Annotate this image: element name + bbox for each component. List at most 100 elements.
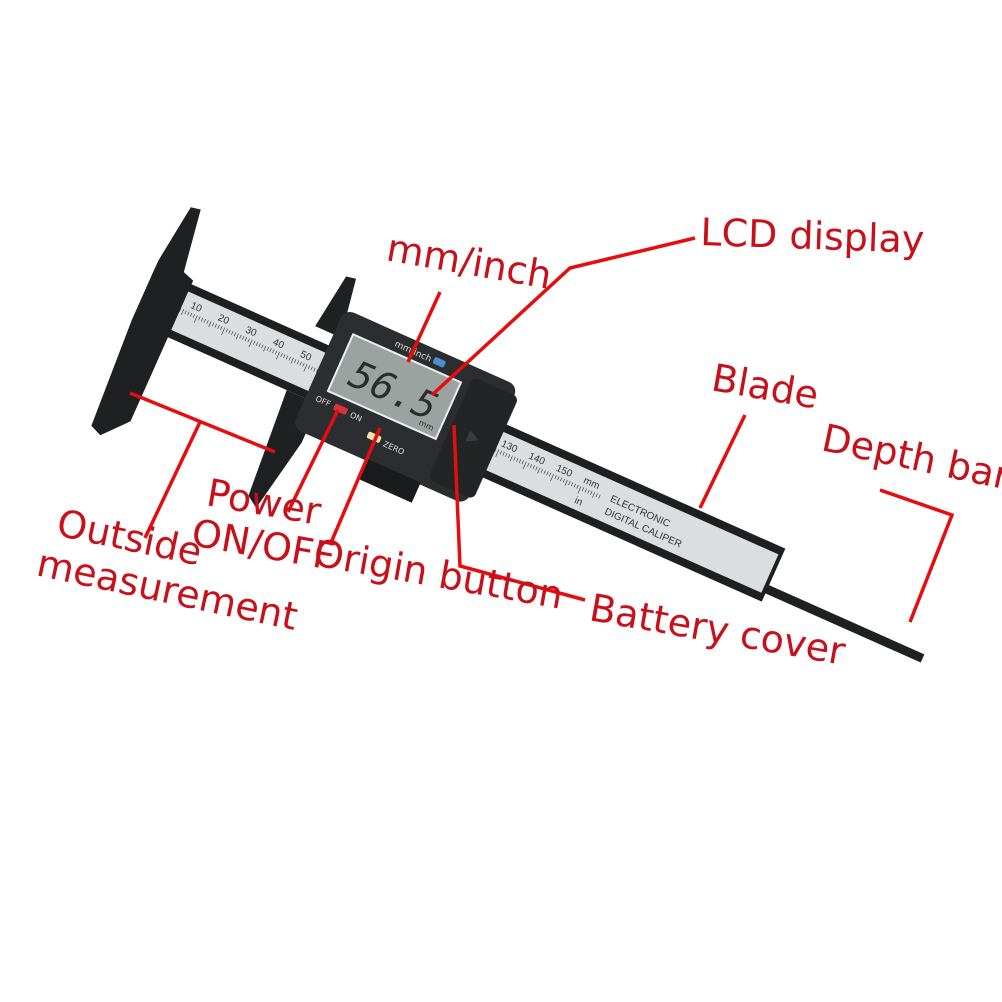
scale-tick xyxy=(208,321,212,328)
scale-tick xyxy=(576,484,579,489)
scale-tick xyxy=(527,462,530,467)
label-battery-cover: Battery cover xyxy=(586,586,848,674)
scale-tick xyxy=(276,351,280,360)
scale-tick xyxy=(581,487,585,492)
zero-button[interactable] xyxy=(366,431,382,443)
scale-tick xyxy=(532,465,535,470)
scale-tick xyxy=(505,453,508,458)
scale-tick xyxy=(258,343,261,348)
scale-tick xyxy=(235,333,239,340)
depth-bar xyxy=(756,581,925,663)
scale-tick xyxy=(299,361,302,366)
scale-tick xyxy=(554,475,557,479)
scale-tick xyxy=(573,483,576,488)
scale-tick xyxy=(570,482,574,487)
lcd-display xyxy=(326,333,463,441)
scale-tick xyxy=(283,354,286,359)
leader-mm-inch xyxy=(406,291,442,363)
scale-tick xyxy=(502,451,505,456)
mm-inch-button[interactable] xyxy=(432,357,446,368)
leader-blade xyxy=(698,414,747,509)
scale-tick xyxy=(263,345,267,352)
scale-tick xyxy=(537,467,541,474)
scale-tick xyxy=(255,342,259,346)
scale-tick xyxy=(198,316,201,321)
scale-tick xyxy=(564,479,568,486)
scale-tick xyxy=(225,328,228,333)
scale-tick xyxy=(499,450,502,455)
scale-tick xyxy=(529,464,533,469)
scale-tick xyxy=(228,329,231,334)
scale-tick xyxy=(296,360,300,365)
scale-tick xyxy=(598,494,601,499)
scale-tick xyxy=(200,317,204,322)
scale-tick xyxy=(307,365,311,370)
scale-tick xyxy=(285,355,289,360)
scale-tick xyxy=(303,364,308,372)
scale-tick xyxy=(518,459,522,464)
scale-tick xyxy=(280,353,283,357)
scale-tick xyxy=(546,471,549,476)
scale-tick xyxy=(214,323,217,328)
scale-tick xyxy=(516,457,519,462)
scale-tick xyxy=(239,334,242,339)
scale-tick xyxy=(522,461,527,470)
scale-tick xyxy=(242,335,245,340)
scale-tick xyxy=(577,486,582,494)
scale-tick xyxy=(562,478,565,483)
scale-tick xyxy=(495,449,500,458)
scale-tick xyxy=(313,367,316,372)
scale-tick xyxy=(294,359,297,364)
scale-tick xyxy=(595,493,598,498)
scale-tick xyxy=(272,349,275,354)
scale-tick xyxy=(509,455,513,462)
scale-label: 30 xyxy=(243,325,258,340)
scale-tick xyxy=(288,356,291,361)
leader-outside-b xyxy=(143,421,202,539)
label-origin-button: Origin button xyxy=(310,531,566,618)
scale-tick xyxy=(193,315,198,323)
leader-battery xyxy=(452,424,586,602)
label-lcd-display: LCD display xyxy=(700,210,925,262)
scale-tick xyxy=(584,488,587,493)
label-blade: Blade xyxy=(708,356,821,418)
leader-lcd xyxy=(430,236,696,397)
scale-tick xyxy=(220,326,223,331)
scale-tick xyxy=(559,477,563,482)
blade-scale-ticks xyxy=(166,302,601,499)
scale-tick xyxy=(233,332,237,337)
scale-tick xyxy=(180,309,185,315)
scale-tick xyxy=(587,489,590,494)
power-button[interactable] xyxy=(333,403,349,415)
scale-tick xyxy=(550,473,555,482)
scale-tick xyxy=(244,337,248,342)
scale-label: 50 xyxy=(298,349,313,364)
scale-tick xyxy=(269,348,272,353)
scale-tick xyxy=(203,318,206,323)
scale-tick xyxy=(290,357,294,364)
scale-label: 40 xyxy=(271,337,286,352)
scale-tick xyxy=(507,454,511,459)
scale-tick xyxy=(549,472,552,477)
scale-tick xyxy=(535,466,538,471)
scale-tick xyxy=(231,331,234,336)
digital-caliper: 0 10 20 30 40 50 130 140 150 mm in ELECT… xyxy=(91,207,925,663)
arrow-icon xyxy=(465,430,479,442)
leader-origin xyxy=(328,427,382,546)
scale-tick xyxy=(513,456,516,461)
scale-tick xyxy=(540,468,544,473)
fixed-jaw xyxy=(91,207,201,436)
leader-depth-bar xyxy=(879,488,955,623)
scale-tick xyxy=(310,366,313,371)
leader-power xyxy=(286,409,340,513)
scale-tick xyxy=(187,311,190,316)
scale-tick xyxy=(217,324,220,329)
scale-tick xyxy=(568,481,571,486)
scale-tick xyxy=(557,476,560,481)
scale-tick xyxy=(184,310,187,315)
scale-tick xyxy=(590,490,593,495)
scale-tick xyxy=(521,460,524,465)
thumb-wheel xyxy=(356,458,421,503)
